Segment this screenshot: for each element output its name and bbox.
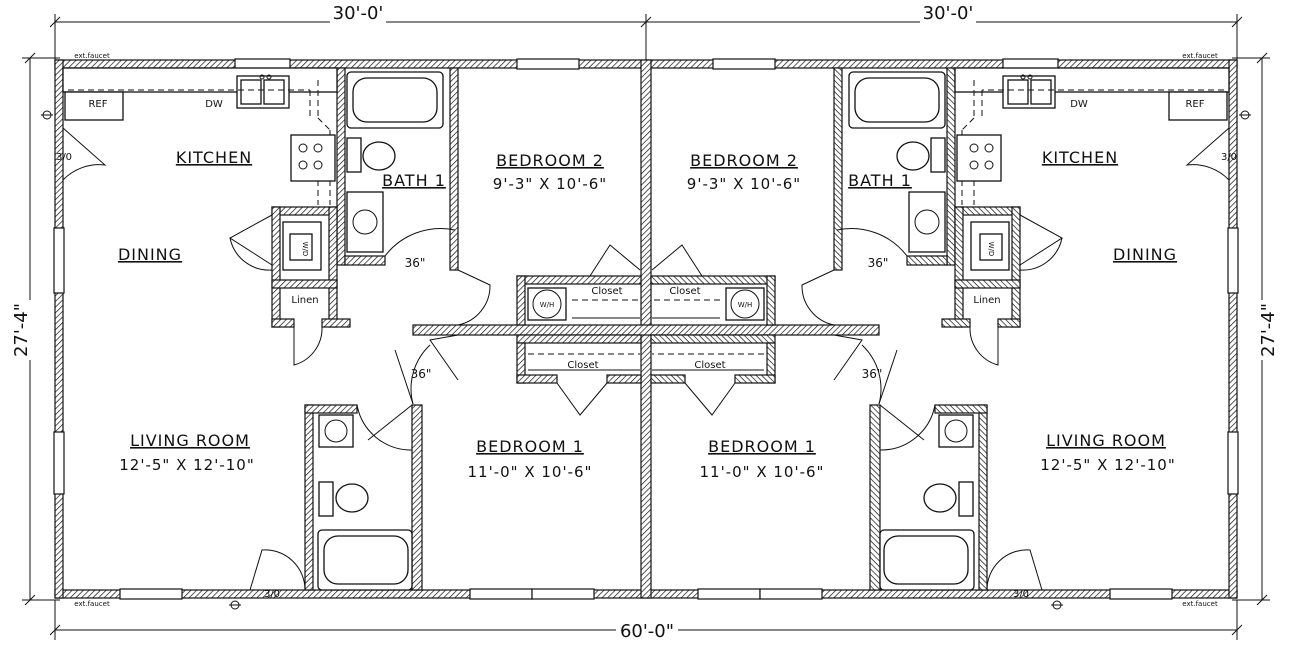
right-bedroom1-label: BEDROOM 1 [708, 437, 816, 456]
right-ext-faucet-bottom: ext.faucet [1182, 600, 1218, 608]
left-living-room-label: LIVING ROOM [130, 431, 250, 450]
corridor-wall [412, 324, 880, 336]
right-ref-label: REF [1185, 99, 1204, 110]
right-unit-structure [650, 67, 1252, 610]
left-linen-label: Linen [291, 295, 318, 306]
left-wh-label: W/H [540, 301, 555, 309]
left-bedroom1-size: 11'-0" X 10'-6" [468, 463, 593, 481]
right-door-36b: 36" [862, 367, 883, 381]
left-door-36b: 36" [411, 367, 432, 381]
right-wd-label: W/D [987, 242, 995, 257]
right-ext-faucet-top: ext.faucet [1182, 52, 1218, 60]
dimension-top-right: 30'-0' [923, 3, 974, 24]
dimension-right: 27'-4" [1258, 303, 1279, 357]
left-dw-label: DW [205, 99, 223, 110]
left-unit [41, 67, 642, 610]
left-ext-faucet-top: ext.faucet [74, 52, 110, 60]
right-door-30-side: 3/0 [1221, 152, 1237, 163]
left-wd-label: W/D [301, 242, 309, 257]
right-door-30-front: 3/0 [1013, 589, 1029, 600]
windows [53, 58, 1239, 600]
left-bedroom2-size: 9'-3" X 10'-6" [493, 175, 607, 193]
right-bedroom2-label: BEDROOM 2 [690, 151, 798, 170]
dimension-left: 27'-4" [11, 303, 32, 357]
right-linen-label: Linen [973, 295, 1000, 306]
left-ext-faucet-bottom: ext.faucet [74, 600, 110, 608]
right-dining-label: DINING [1113, 245, 1177, 264]
right-dw-label: DW [1070, 99, 1088, 110]
left-dining-label: DINING [118, 245, 182, 264]
left-bedroom2-label: BEDROOM 2 [496, 151, 604, 170]
right-bedroom1-size: 11'-0" X 10'-6" [700, 463, 825, 481]
right-door-36a: 36" [868, 256, 889, 270]
left-bedroom1-label: BEDROOM 1 [476, 437, 584, 456]
left-door-30-side: 3/0 [56, 152, 72, 163]
right-closet-upper-label: Closet [669, 286, 700, 297]
right-kitchen-label: KITCHEN [1042, 148, 1118, 167]
dimension-top-left: 30'-0' [333, 3, 384, 24]
right-wh-label: W/H [738, 301, 753, 309]
left-ref-label: REF [88, 99, 107, 110]
left-kitchen-label: KITCHEN [176, 148, 252, 167]
left-door-36a: 36" [405, 256, 426, 270]
left-living-room-size: 12'-5" X 12'-10" [119, 456, 255, 474]
right-bedroom2-size: 9'-3" X 10'-6" [687, 175, 801, 193]
right-living-room-size: 12'-5" X 12'-10" [1040, 456, 1176, 474]
right-closet-lower-label: Closet [694, 360, 725, 371]
left-closet-upper-label: Closet [591, 286, 622, 297]
right-bath-label: BATH 1 [848, 171, 912, 190]
left-door-30-front: 3/0 [264, 589, 280, 600]
right-living-room-label: LIVING ROOM [1046, 431, 1166, 450]
left-bath-label: BATH 1 [382, 171, 446, 190]
left-closet-lower-label: Closet [567, 360, 598, 371]
dimension-bottom: 60'-0" [620, 621, 674, 642]
